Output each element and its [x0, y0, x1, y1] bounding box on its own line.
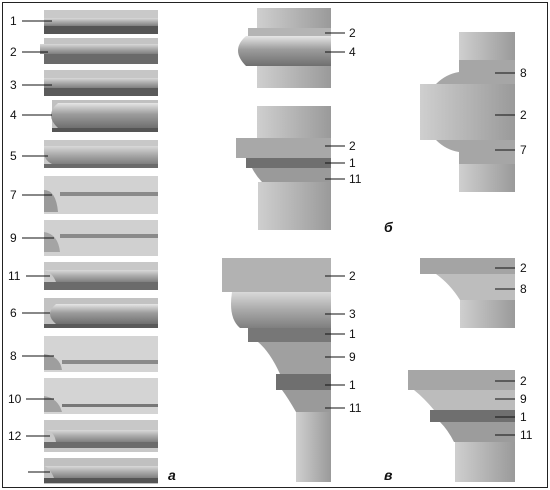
label-a: 1 — [10, 14, 17, 28]
profile-strip — [44, 140, 158, 168]
profile-strip — [44, 378, 158, 414]
label-v: 2 — [520, 261, 527, 275]
label-v: 11 — [520, 428, 533, 442]
label-v: 1 — [520, 410, 527, 424]
label-a: 3 — [10, 78, 17, 92]
profile-strip — [44, 262, 158, 290]
label-b: 8 — [520, 66, 527, 80]
profile-strip — [44, 298, 158, 328]
label-a: 9 — [10, 231, 17, 245]
profile-strip — [44, 336, 158, 372]
section-letter-b: б — [384, 219, 393, 235]
label-middle: 3 — [349, 307, 356, 321]
label-middle: 2 — [349, 269, 356, 283]
profile-strip — [44, 420, 158, 452]
label-a: 8 — [10, 349, 17, 363]
label-a: 5 — [10, 149, 17, 163]
assembly-2-8 — [420, 258, 515, 328]
label-b: 2 — [520, 108, 527, 122]
profile-strip — [44, 220, 158, 256]
section-letter-a: а — [168, 467, 176, 483]
profile-strip — [40, 38, 158, 64]
label-a: 4 — [10, 108, 17, 122]
label-middle: 9 — [349, 350, 356, 364]
column-b: 8 2 7 б — [384, 32, 527, 235]
label-middle: 11 — [349, 401, 362, 415]
profile-strip — [44, 10, 158, 34]
label-a: 10 — [8, 392, 22, 406]
profile-strip — [44, 176, 158, 214]
label-a: 7 — [10, 188, 17, 202]
assembly-2-4 — [238, 8, 331, 88]
label-middle: 11 — [349, 172, 362, 186]
label-middle: 1 — [349, 378, 356, 392]
label-a: 11 — [8, 269, 21, 283]
label-middle: 2 — [349, 139, 356, 153]
assembly-2-3-1-9-1-11 — [222, 258, 331, 482]
label-v: 2 — [520, 374, 527, 388]
label-v: 9 — [520, 392, 527, 406]
label-a: 12 — [8, 429, 22, 443]
profile-strip — [44, 70, 158, 96]
label-middle: 1 — [349, 327, 356, 341]
label-a: 6 — [10, 306, 17, 320]
profile-strip — [51, 100, 158, 132]
label-middle: 1 — [349, 156, 356, 170]
assembly-2-1-11 — [236, 106, 331, 230]
label-v: 8 — [520, 282, 527, 296]
label-a: 2 — [10, 45, 17, 59]
assembly-2-9-1-11 — [408, 370, 515, 482]
label-middle: 2 — [349, 26, 356, 40]
column-v: 2 8 2 9 1 11 в — [384, 258, 533, 483]
section-letter-v: в — [384, 467, 393, 483]
column-a: 1 2 3 4 5 7 9 11 6 8 10 12 а — [8, 10, 176, 484]
label-middle: 4 — [349, 45, 356, 59]
profile-strip — [44, 458, 158, 484]
column-middle: 2 4 2 1 11 2 3 1 9 1 11 — [222, 8, 362, 482]
label-b: 7 — [520, 143, 527, 157]
